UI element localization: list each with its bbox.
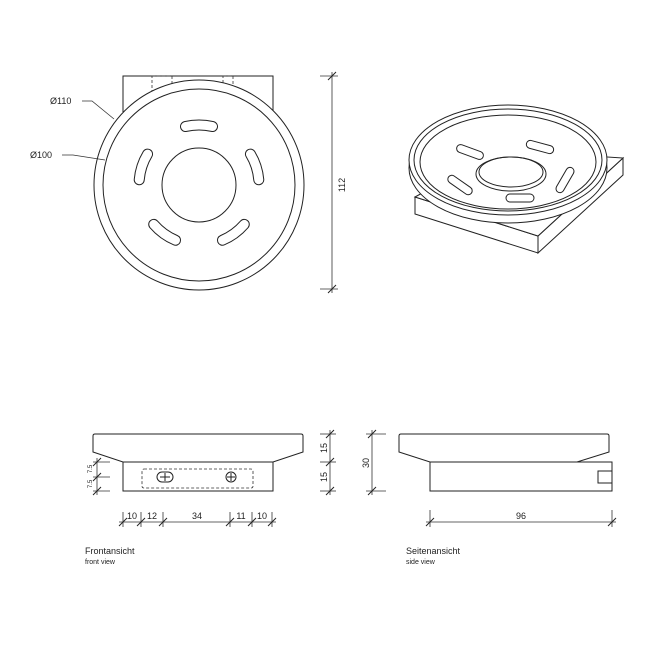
drain-slot <box>505 193 535 203</box>
outer-diameter-label: Ø110 <box>50 96 71 106</box>
inner-diameter-label: Ø100 <box>30 150 52 160</box>
height-dimension-label: 30 <box>361 458 371 468</box>
front-view-title: Frontansicht <box>85 546 135 556</box>
center-circle <box>161 147 237 223</box>
dim-label: 10 <box>257 511 267 521</box>
side-view: 30 96 Seitenansicht side view <box>361 429 617 566</box>
drain-slot <box>244 148 265 186</box>
dim-label: 7.5 <box>88 464 94 473</box>
drain-slot <box>525 139 555 155</box>
center-disc-top <box>478 156 544 188</box>
dim-label: 11 <box>236 511 245 521</box>
dim-label: 7.5 <box>88 479 94 488</box>
drain-slot <box>133 148 154 186</box>
dim-label: 15 <box>319 472 329 482</box>
front-view-subtitle: front view <box>85 559 116 566</box>
drain-slot <box>148 218 182 246</box>
dim-label: 10 <box>127 511 137 521</box>
width-dimension-label: 96 <box>516 511 526 521</box>
wall-mount-plate <box>122 75 274 112</box>
leader-line <box>62 154 106 161</box>
screw-slot <box>156 471 174 483</box>
dish-rim-inner-line <box>413 108 603 212</box>
drain-slot <box>447 174 473 196</box>
dish-profile <box>398 433 610 463</box>
height-dimension-label: 112 <box>337 178 347 192</box>
dim-label: 12 <box>147 511 157 521</box>
base-block <box>429 461 613 492</box>
isometric-view <box>408 104 625 255</box>
drain-slots <box>133 119 265 246</box>
side-view-title: Seitenansicht <box>406 546 461 556</box>
drain-slot <box>180 119 218 133</box>
drain-slot <box>456 144 484 160</box>
outer-rim-circle <box>93 79 305 291</box>
front-view: 15 15 7.5 7.5 10 12 34 11 10 Frontansich… <box>85 429 336 566</box>
top-view: Ø110 Ø100 112 <box>30 71 347 294</box>
base-block <box>122 461 274 492</box>
dim-label: 15 <box>319 443 329 453</box>
drain-slot <box>555 166 575 194</box>
leader-line <box>82 100 115 120</box>
inner-rim-circle <box>102 88 296 282</box>
mount-plate-hidden <box>141 468 254 489</box>
side-view-subtitle: side view <box>406 559 436 566</box>
mount-recess <box>597 470 613 484</box>
screw-hole <box>225 471 237 483</box>
dim-label: 34 <box>192 511 202 521</box>
dish-profile <box>92 433 304 463</box>
dimension-ticks <box>118 512 277 527</box>
dish-inner-edge <box>419 114 597 210</box>
drain-slot <box>216 218 250 246</box>
drain-slots <box>447 139 575 203</box>
